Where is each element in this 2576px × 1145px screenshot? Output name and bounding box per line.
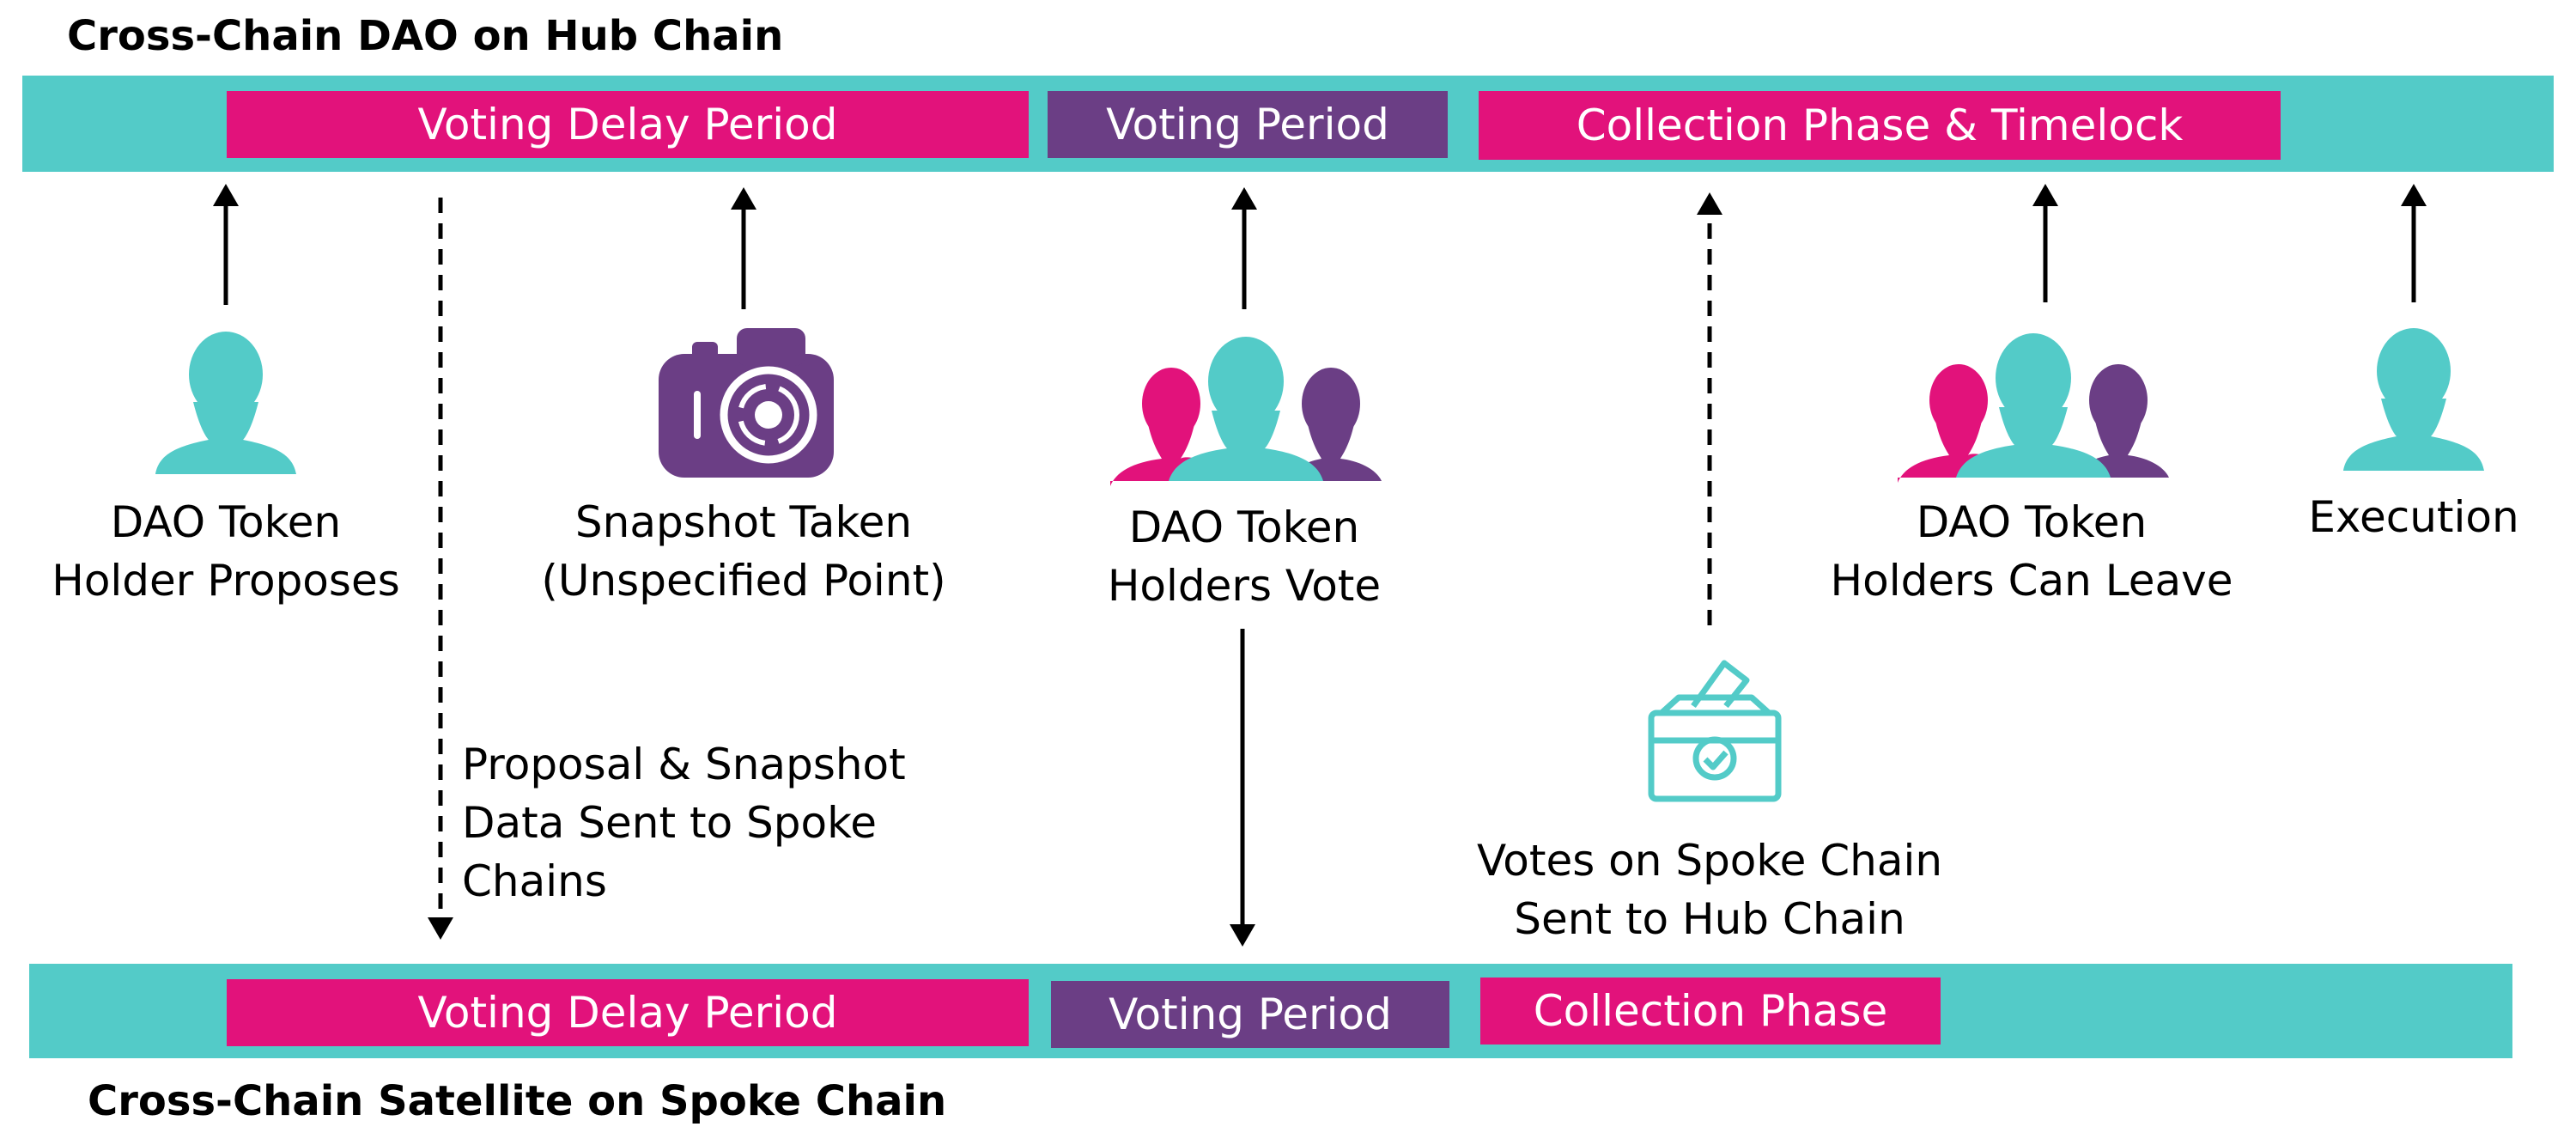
arrow-propose-to-hub <box>213 184 239 305</box>
hub-voting-delay-period: Voting Delay Period <box>227 91 1029 158</box>
user-icon <box>155 332 296 474</box>
user-group-icon <box>1110 337 1382 486</box>
label-holders-can-leave: DAO Token Holders Can Leave <box>1830 497 2233 606</box>
spoke-voting-period: Voting Period <box>1051 981 1449 1048</box>
label-data-sent-to-spoke: Proposal & Snapshot Data Sent to Spoke C… <box>462 740 906 906</box>
dashed-arrow-data-to-spoke <box>428 198 453 940</box>
arrow-vote-to-hub <box>1231 187 1257 309</box>
hub-voting-period: Voting Period <box>1048 91 1448 158</box>
spoke-chain-title: Cross-Chain Satellite on Spoke Chain <box>88 1077 947 1125</box>
spoke-voting-delay-period: Voting Delay Period <box>227 979 1029 1046</box>
ballot-box-icon <box>1648 660 1782 802</box>
user-group-icon <box>1898 333 2169 483</box>
spoke-collection-phase: Collection Phase <box>1480 978 1941 1045</box>
arrow-vote-to-spoke <box>1230 629 1255 947</box>
label-snapshot-taken: Snapshot Taken (Unspecified Point) <box>541 497 946 606</box>
label-holder-proposes: DAO Token Holder Proposes <box>52 497 400 606</box>
arrow-execution-to-hub <box>2401 184 2427 302</box>
dashed-arrow-votes-to-hub <box>1697 192 1722 625</box>
hub-collection-phase-timelock: Collection Phase & Timelock <box>1479 91 2281 160</box>
camera-icon <box>659 328 834 478</box>
label-votes-sent-to-hub: Votes on Spoke Chain Sent to Hub Chain <box>1476 836 1943 944</box>
user-icon <box>2343 328 2484 471</box>
arrow-leave-to-hub <box>2032 184 2058 302</box>
label-holders-vote: DAO Token Holders Vote <box>1107 502 1382 611</box>
hub-chain-title: Cross-Chain DAO on Hub Chain <box>67 12 784 60</box>
arrow-snapshot-to-hub <box>731 187 756 309</box>
label-execution: Execution <box>2308 492 2519 542</box>
